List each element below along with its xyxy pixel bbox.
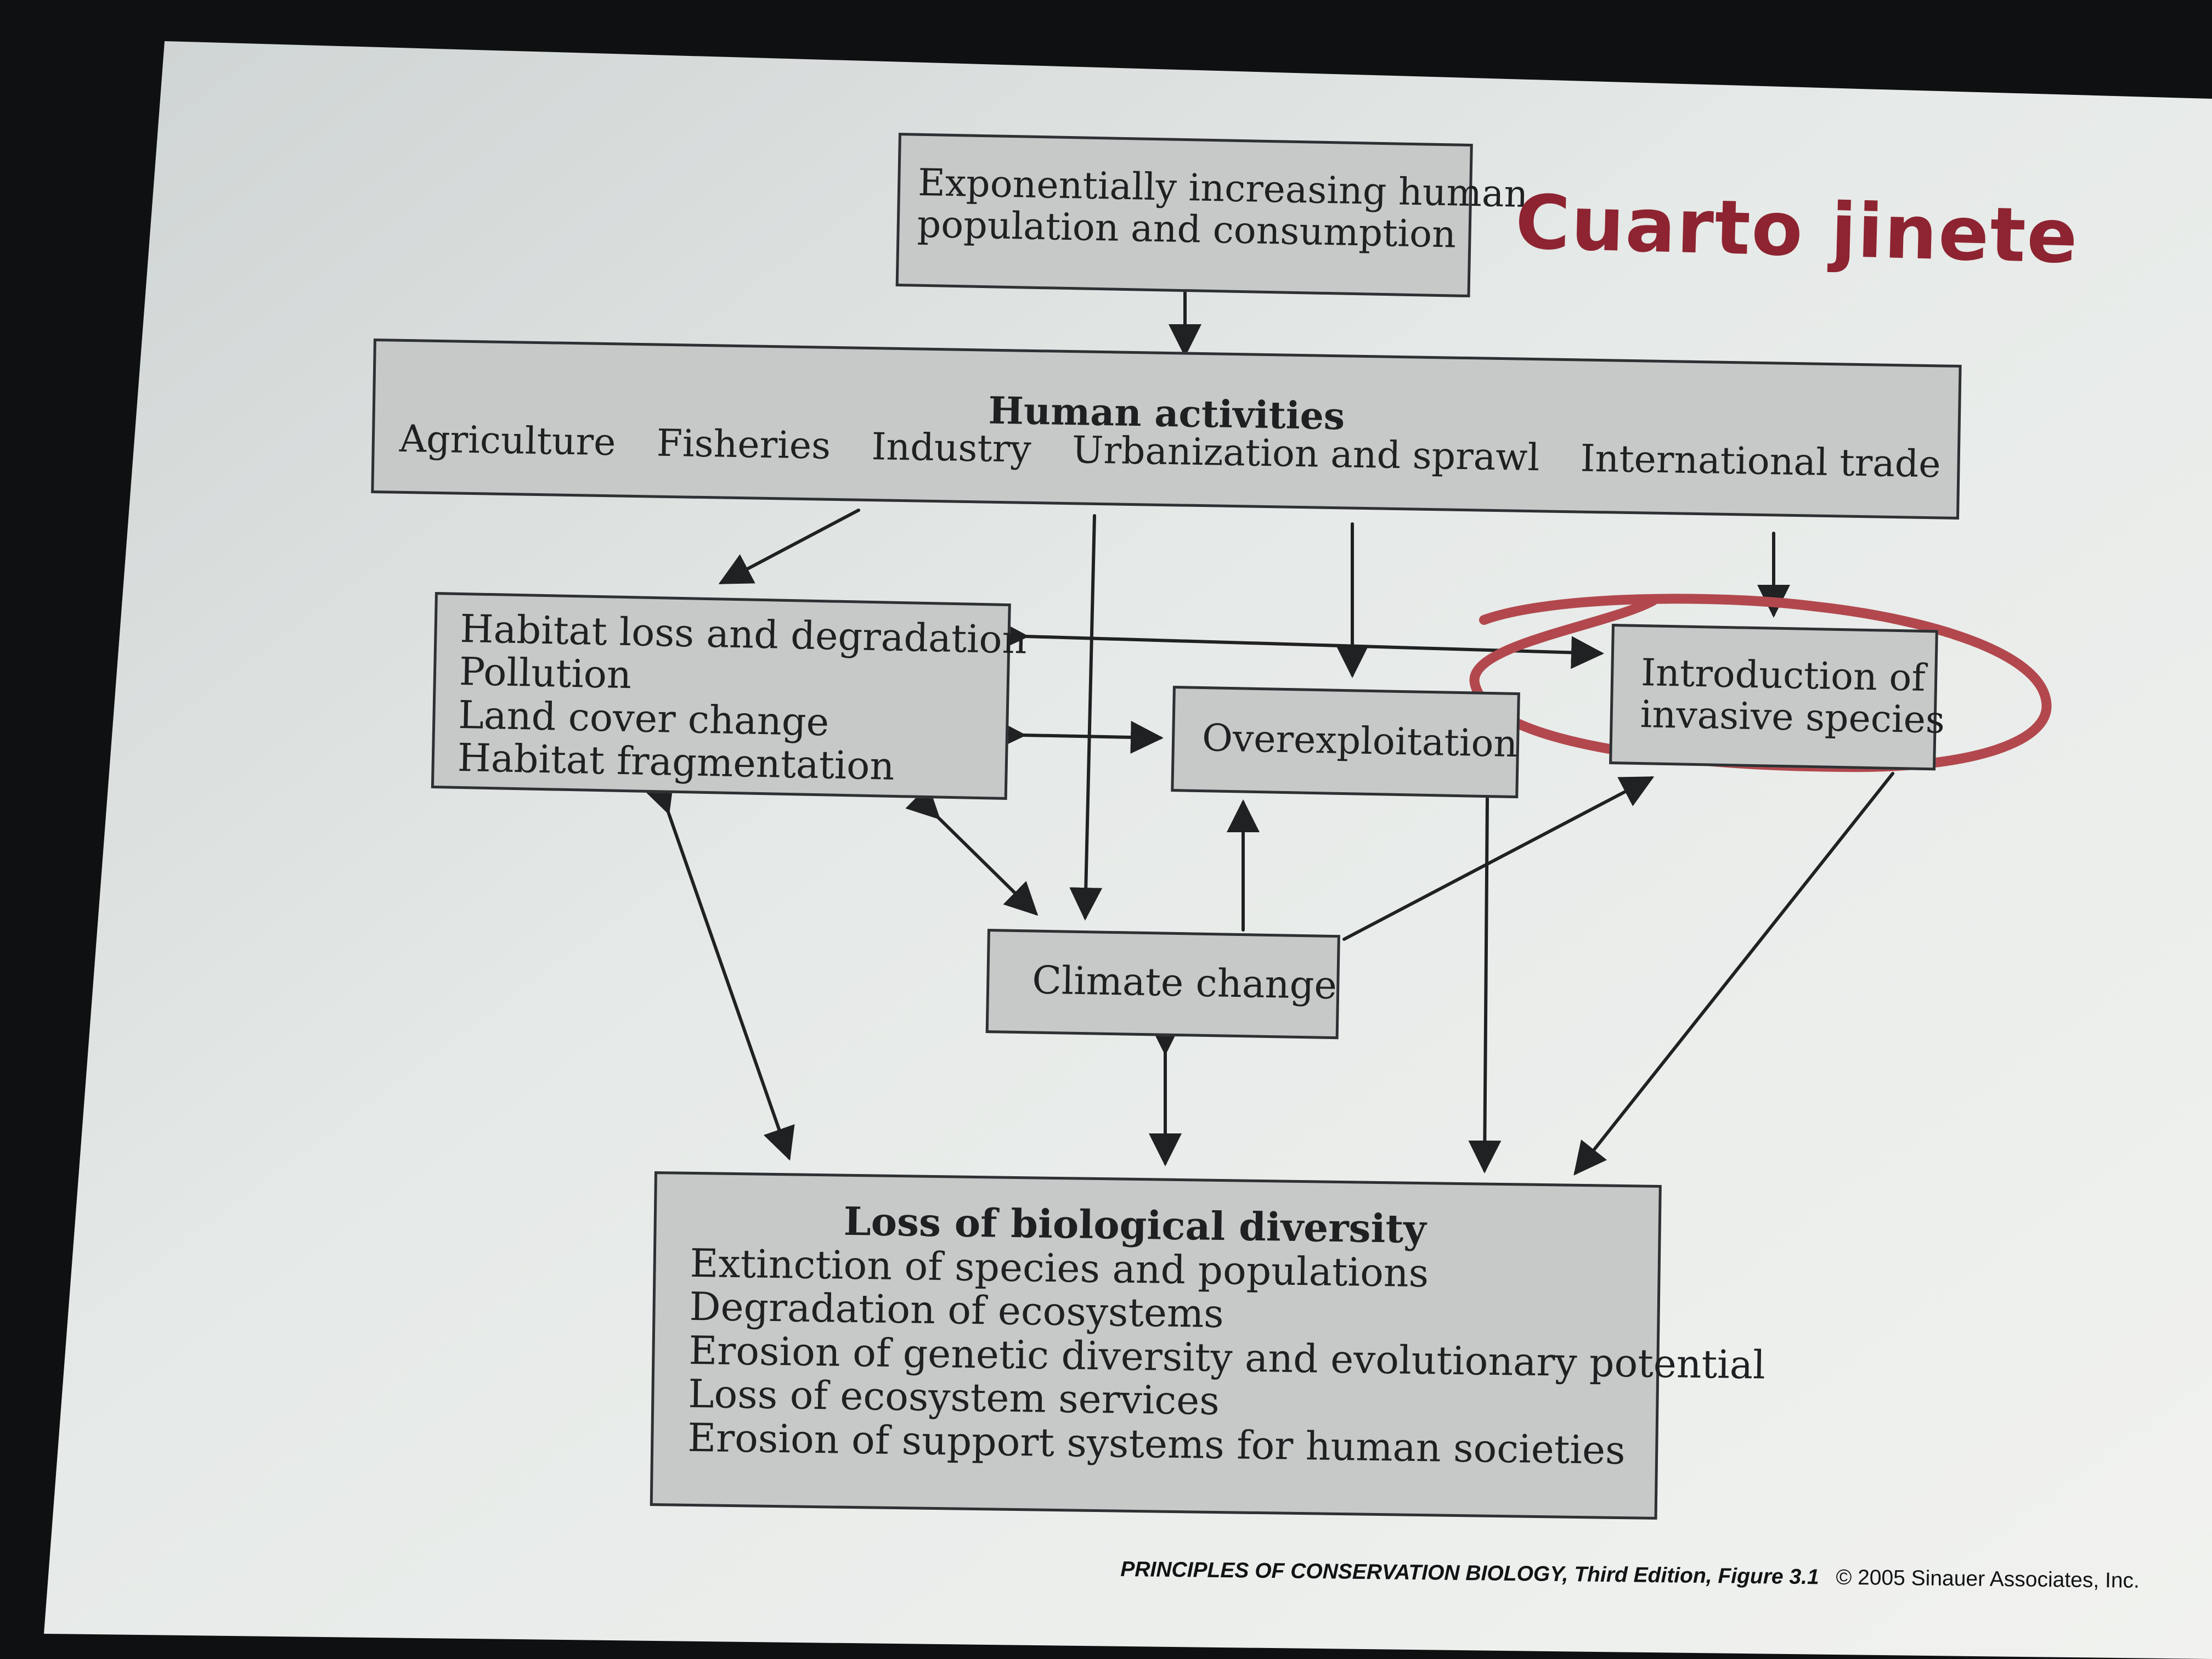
climate-change-label: Climate change — [1031, 957, 1338, 1008]
arrow-industry-to-climate-change — [1069, 514, 1103, 921]
climate-change-box: Climate change — [985, 929, 1340, 1040]
arrow-agriculture-to-habitat-loss — [718, 509, 860, 584]
figure-copyright-text: © 2005 Sinauer Associates, Inc. — [1836, 1565, 2140, 1593]
arrow-habitat-to-climate-change — [905, 785, 1039, 916]
arrow-habitat-to-loss-biodiversity — [642, 778, 795, 1161]
population-consumption-line-2: population and consumption — [917, 202, 1457, 257]
population-consumption-box: Exponentially increasing human populatio… — [895, 133, 1528, 298]
arrow-climate-to-invasive-species — [1342, 776, 1655, 941]
human-activity-international-trade: International trade — [1580, 437, 1942, 487]
diagram-arrows — [642, 281, 1894, 1176]
human-activity-fisheries: Fisheries — [656, 421, 831, 468]
loss-biodiversity-box: Loss of biological diversity Extinction … — [650, 1171, 1765, 1520]
arrow-habitat-to-overexploitation — [993, 718, 1164, 754]
arrow-invasive-to-loss-biodiversity — [1573, 772, 1894, 1176]
invasive-species-box: Introduction of invasive species — [1609, 624, 1945, 771]
overexploitation-box: Overexploitation — [1171, 686, 1520, 799]
arrow-overexploitation-to-loss-biodiversity — [1468, 797, 1502, 1173]
invasive-species-line-2: invasive species — [1640, 693, 1945, 742]
red-circle-annotation — [1469, 594, 2052, 772]
overexploitation-label: Overexploitation — [1201, 716, 1518, 766]
human-activity-urbanization: Urbanization and sprawl — [1071, 428, 1540, 480]
human-activity-agriculture: Agriculture — [399, 417, 616, 465]
human-activities-box: Human activities Agriculture Fisheries I… — [371, 338, 1962, 520]
cuarto-jinete-annotation: Cuarto jinete — [1514, 179, 2080, 281]
invasive-species-line-1: Introduction of — [1640, 651, 1926, 700]
habitat-loss-box: Habitat loss and degradation Pollution L… — [431, 592, 1028, 800]
human-activity-industry: Industry — [871, 425, 1032, 471]
